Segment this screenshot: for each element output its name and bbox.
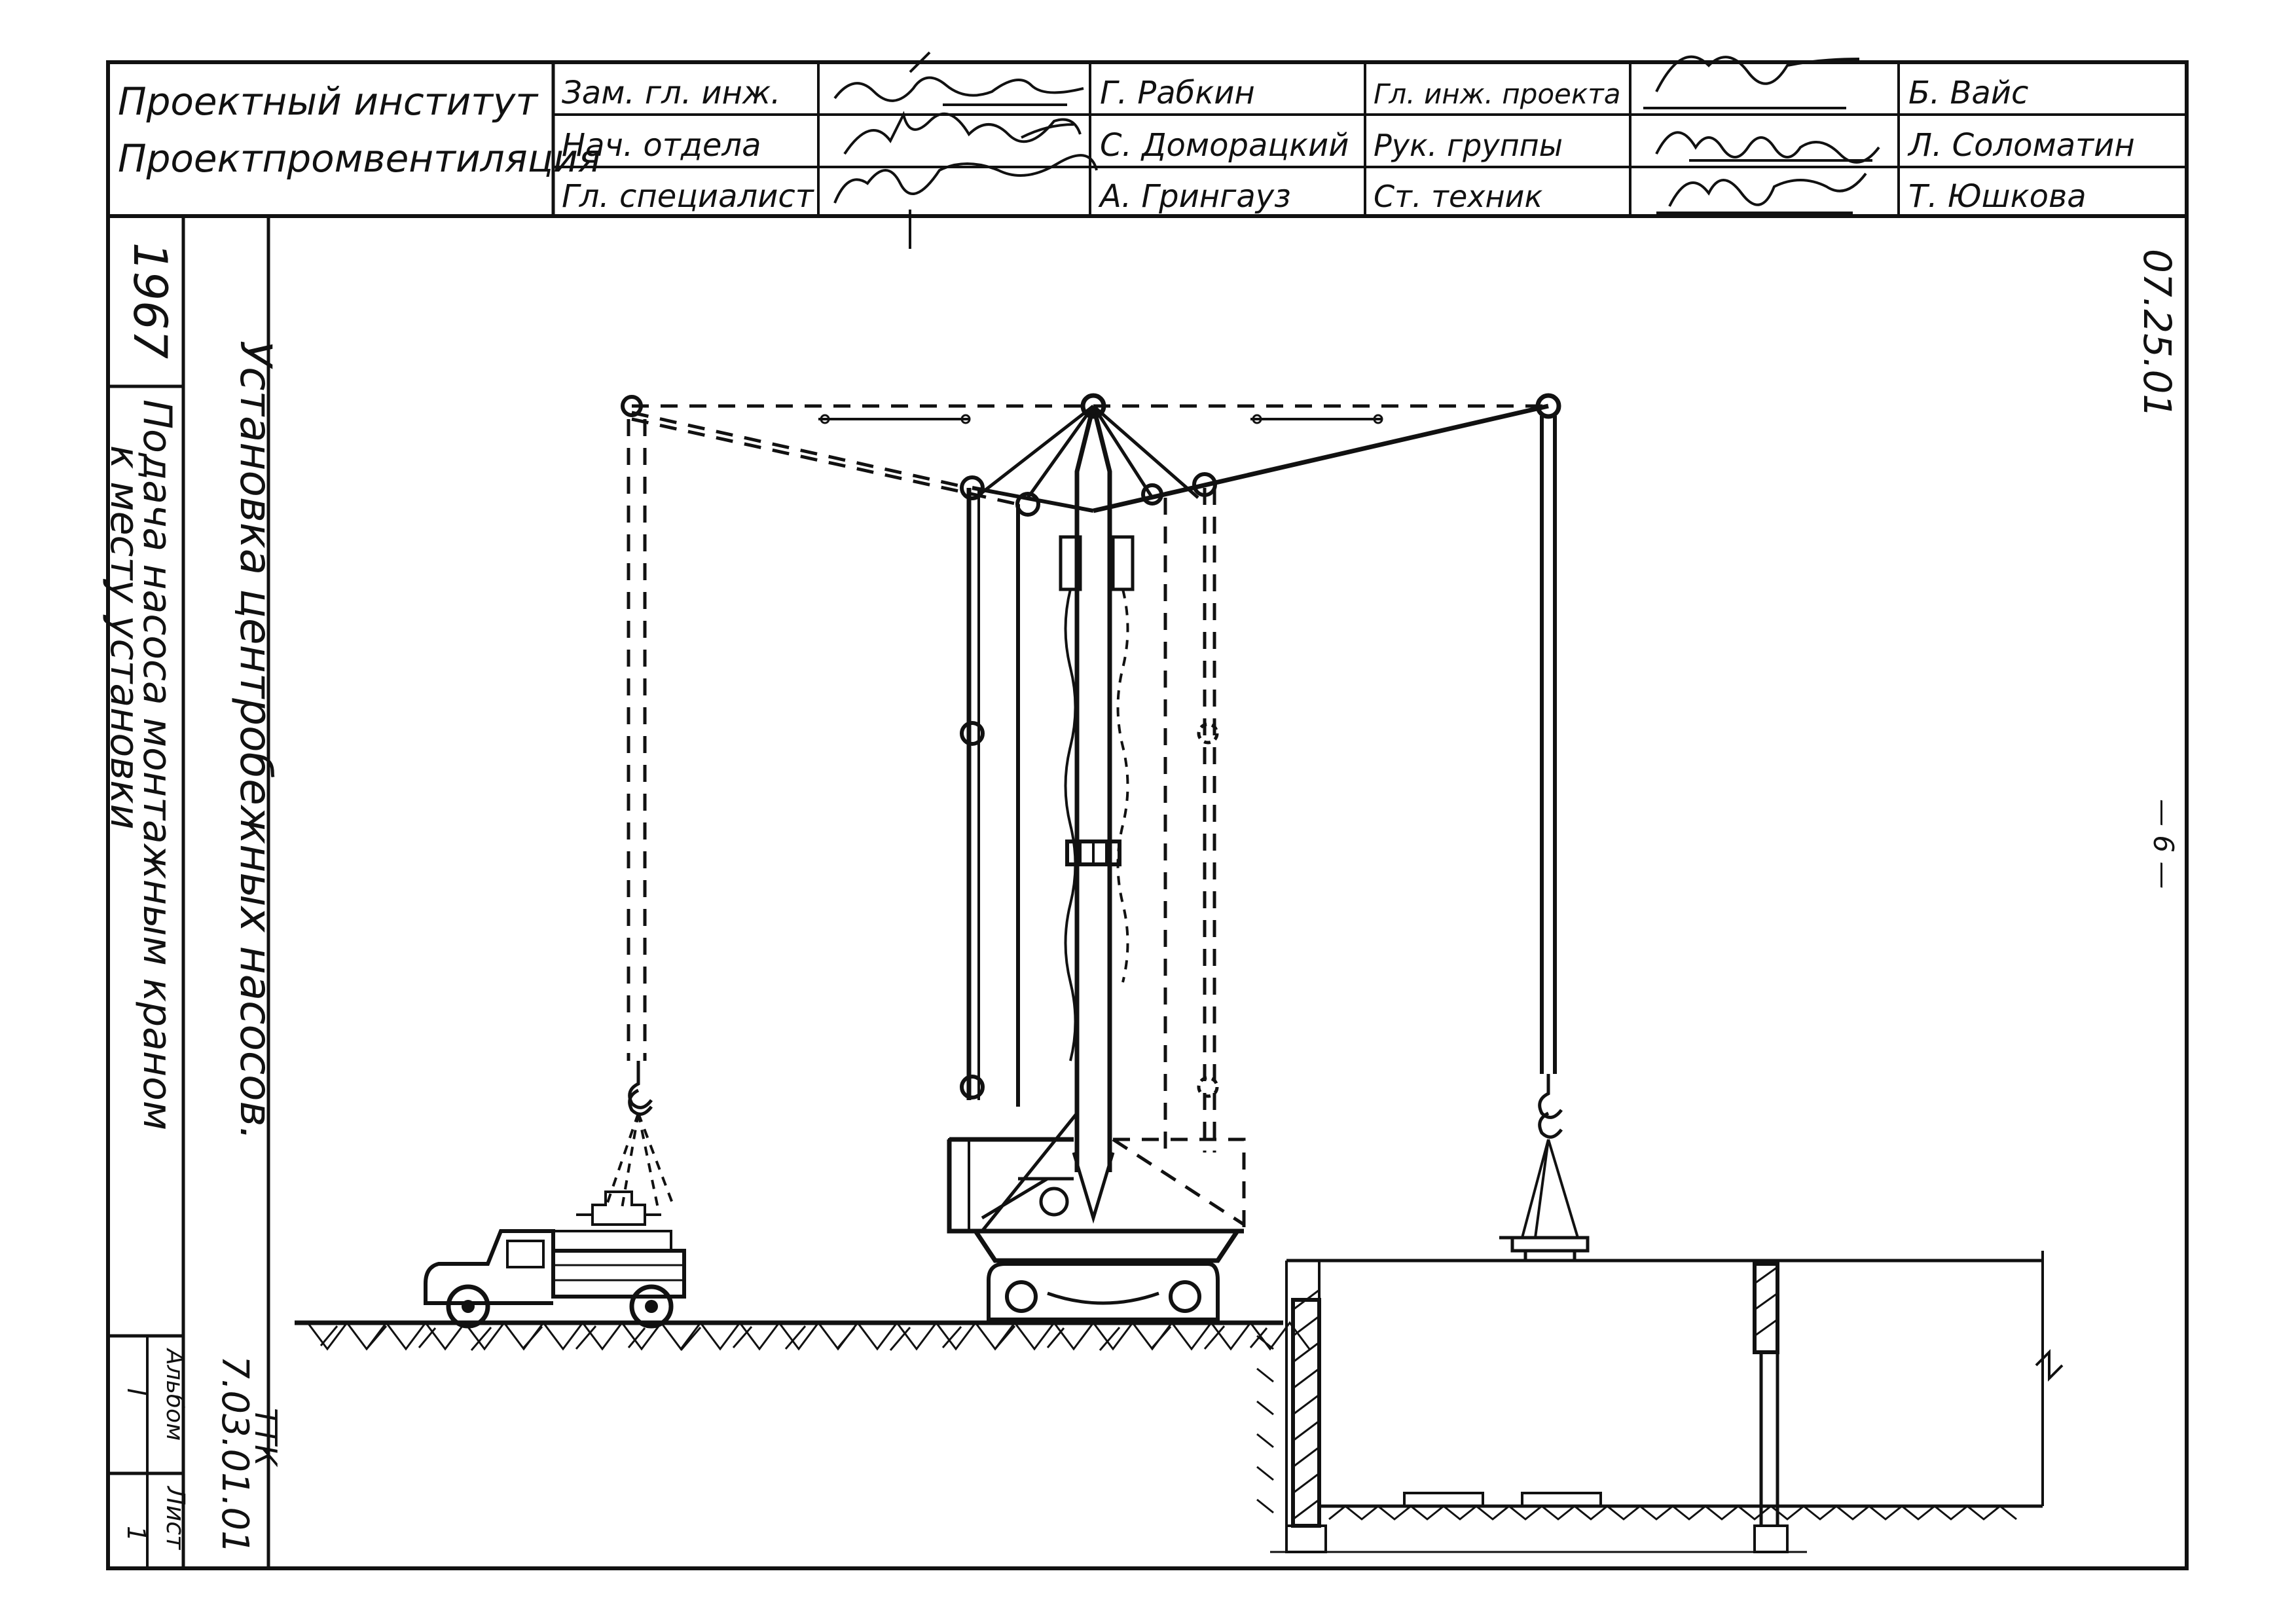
- ground: [295, 1320, 1311, 1351]
- signature-1: [833, 51, 1084, 106]
- album-number: I: [122, 1388, 151, 1395]
- crane: [818, 393, 1590, 1321]
- crane-mast: [1074, 405, 1112, 1172]
- stamp-role-1: Зам. гл. инж.: [562, 75, 780, 111]
- signature-2: [843, 111, 1082, 155]
- signature-6: [1656, 172, 1867, 214]
- pump-on-truck: [576, 1190, 661, 1226]
- stamp-role-3: Гл. специалист: [562, 178, 815, 215]
- code-ttk: ТТК: [248, 1408, 283, 1467]
- title-stamp: Проектный институт Проектпромвентиляция …: [108, 51, 2187, 249]
- stamp-role-right-2: Рук. группы: [1374, 128, 1563, 163]
- signature-5: [1655, 131, 1880, 164]
- pump-on-hook: [1499, 1236, 1590, 1261]
- sheet-label: Лист: [161, 1485, 190, 1551]
- crane-base: [971, 1228, 1242, 1263]
- institute-name-line2: Проектпромвентиляция: [118, 136, 601, 181]
- drawing-title-line2: к месту установки: [101, 445, 147, 830]
- stamp-name-right-2: Л. Соломатин: [1907, 127, 2135, 164]
- signature-4: [1643, 55, 1860, 109]
- truck-wheel-rear: [629, 1284, 674, 1329]
- truck-wheel-front: [446, 1284, 490, 1329]
- main-title: Установка центробежных насосов.: [230, 341, 281, 1140]
- stamp-name-2: С. Доморацкий: [1100, 127, 1349, 164]
- stamp-name-3: А. Грингауз: [1098, 178, 1291, 215]
- code-number: 7.03.01.01: [213, 1356, 256, 1554]
- stamp-role-2: Нач. отдела: [562, 127, 761, 164]
- right-edge-code: 07.25.01: [2135, 249, 2179, 418]
- outer-frame: [106, 60, 2189, 1570]
- left-boom-position: [604, 395, 1090, 1209]
- stamp-name-right-3: Т. Юшкова: [1908, 178, 2086, 215]
- stamp-name-1: Г. Рабкин: [1100, 75, 1255, 111]
- foundation-pit: [1256, 1251, 2064, 1553]
- institute-name-line1: Проектный институт: [118, 79, 539, 124]
- stamp-name-right-1: Б. Вайс: [1908, 75, 2028, 111]
- truck: [424, 1190, 686, 1329]
- side-panel: 1967 Подача насоса монтажным краном к ме…: [101, 216, 283, 1568]
- stamp-role-right-1: Гл. инж. проекта: [1374, 78, 1620, 110]
- pit-middle-column: [1753, 1262, 1779, 1354]
- album-label: Альбом: [161, 1348, 188, 1441]
- stamp-role-right-3: Ст. техник: [1374, 179, 1542, 214]
- year: 1967: [123, 242, 177, 359]
- page-number: — 6 —: [2147, 799, 2179, 889]
- sheet-number: 1: [122, 1526, 151, 1541]
- drawing-title-line1: Подача насоса монтажным краном: [134, 399, 180, 1130]
- signature-3: [833, 154, 1098, 249]
